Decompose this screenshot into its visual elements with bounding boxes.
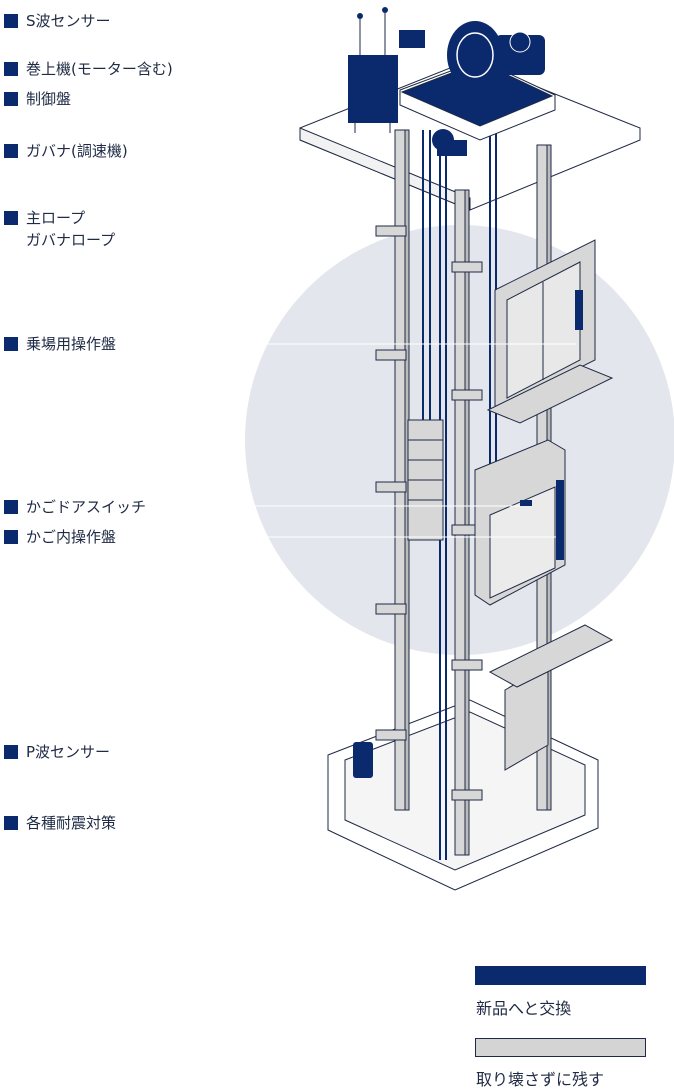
label-text: かごドアスイッチ [26,498,147,516]
elevator-car [474,439,566,606]
lower-landing [488,624,614,771]
bullet-square-icon [4,62,18,76]
legend-replace-text: 新品へと交換 [476,999,572,1018]
label-text: 各種耐震対策 [26,814,117,832]
control-panel-box [348,7,398,133]
leader-lines [148,343,576,538]
s-wave-sensor-box [399,30,425,48]
bullet-square-icon [4,14,18,28]
label-text: 巻上機(モーター含む) [26,60,173,78]
label-p-wave-sensor: P波センサー [4,741,110,763]
governor-box [432,129,467,156]
bullet-square-icon [4,745,18,759]
bullet-square-icon [4,500,18,514]
bullet-square-icon [4,211,18,225]
label-control-panel: 制御盤 [4,88,71,110]
bullet-square-icon [4,530,18,544]
label-text: 制御盤 [26,90,72,108]
label-text: 乗場用操作盤 [26,335,117,353]
bullet-square-icon [4,337,18,351]
label-car-door-switch: かごドアスイッチ [4,496,146,518]
landing-door [486,239,614,424]
p-wave-sensor-box [353,742,373,778]
legend-replace-swatch [475,966,646,985]
rail-brackets [375,225,483,801]
label-text: ガバナ(調速機) [26,142,128,160]
label-subtext: ガバナロープ [26,231,116,249]
bullet-square-icon [4,144,18,158]
label-governor: ガバナ(調速機) [4,140,128,162]
label-seismic: 各種耐震対策 [4,812,116,834]
label-text: 主ロープ [26,209,86,227]
label-hoist: 巻上機(モーター含む) [4,58,173,80]
label-s-wave-sensor: S波センサー [4,10,111,32]
counterweight [407,419,444,541]
legend-keep-swatch [475,1038,646,1057]
label-landing-panel: 乗場用操作盤 [4,333,116,355]
label-text: P波センサー [26,743,111,761]
legend-keep-text: 取り壊さずに残す [476,1070,605,1089]
label-text: かご内操作盤 [26,528,117,546]
bullet-square-icon [4,816,18,830]
hoist-machine [447,21,545,89]
label-car-panel: かご内操作盤 [4,526,116,548]
label-text: S波センサー [26,12,111,30]
label-main-rope: 主ロープガバナロープ [4,207,115,251]
bullet-square-icon [4,92,18,106]
